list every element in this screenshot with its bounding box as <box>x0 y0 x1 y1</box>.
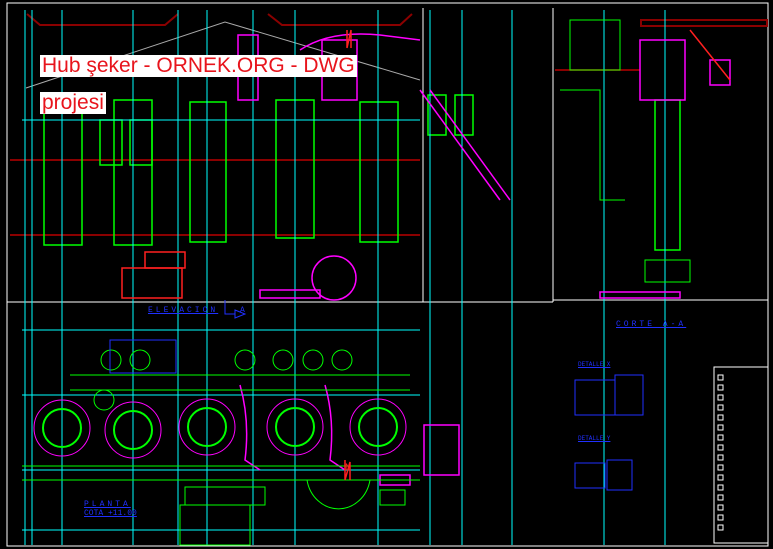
legend-symbol <box>717 414 724 421</box>
north-marker: N <box>345 463 355 474</box>
legend-symbol <box>717 434 724 441</box>
legend-symbol <box>717 454 724 461</box>
legend-symbols <box>717 374 724 531</box>
vessel <box>427 94 447 136</box>
legend-symbol <box>717 464 724 471</box>
elevation-vessels <box>43 94 681 251</box>
filter-circle <box>100 349 122 371</box>
legend-symbol <box>717 494 724 501</box>
vessel <box>43 99 83 246</box>
tank-outline <box>178 398 236 456</box>
legend-symbol <box>717 394 724 401</box>
legend-symbol <box>717 374 724 381</box>
legend-symbol <box>717 444 724 451</box>
filter-circle <box>93 389 115 411</box>
process-piping <box>237 33 731 486</box>
vessel <box>359 101 399 243</box>
legend-symbol <box>717 484 724 491</box>
section-marker: A <box>240 306 248 315</box>
filter-circle <box>331 349 353 371</box>
vessel <box>654 99 681 251</box>
tank-outline <box>33 399 91 457</box>
legend-symbol <box>717 514 724 521</box>
plan-piping <box>22 19 691 546</box>
legend-symbol <box>717 524 724 531</box>
detail-y-label: DETALLE Y <box>578 435 611 442</box>
annotation-lines <box>109 300 644 491</box>
watermark-line-1: Hub şeker - ORNEK.ORG - DWG <box>40 54 357 77</box>
elevation-label: ELEVACION <box>148 306 219 315</box>
section-label: CORTE A-A <box>616 320 687 329</box>
tank <box>42 408 82 448</box>
vessel <box>99 119 123 166</box>
tank-outline <box>349 398 407 456</box>
tank-outline <box>266 398 324 456</box>
tank <box>358 407 398 447</box>
vessel <box>454 94 474 136</box>
tank-outline <box>104 401 162 459</box>
legend-symbol <box>717 384 724 391</box>
vessel <box>189 101 227 243</box>
legend-symbol <box>717 474 724 481</box>
legend-symbol <box>717 424 724 431</box>
detail-x-label: DETALLE X <box>578 361 611 368</box>
tank <box>275 407 315 447</box>
watermark-line-2: projesi <box>40 91 106 114</box>
roof-structure <box>10 13 768 236</box>
sheet-frame <box>6 2 769 547</box>
filter-circle <box>272 349 294 371</box>
legend-symbol <box>717 504 724 511</box>
filter-circle <box>234 349 256 371</box>
filter-circle <box>302 349 324 371</box>
red-elements <box>121 29 731 481</box>
plan-level: COTA +11.00 <box>84 509 137 518</box>
legend-symbol <box>717 404 724 411</box>
plan-label: PLANTA <box>84 500 131 509</box>
tank <box>113 410 153 450</box>
tank <box>187 407 227 447</box>
filter-circle <box>129 349 151 371</box>
plan-tanks <box>33 349 407 459</box>
